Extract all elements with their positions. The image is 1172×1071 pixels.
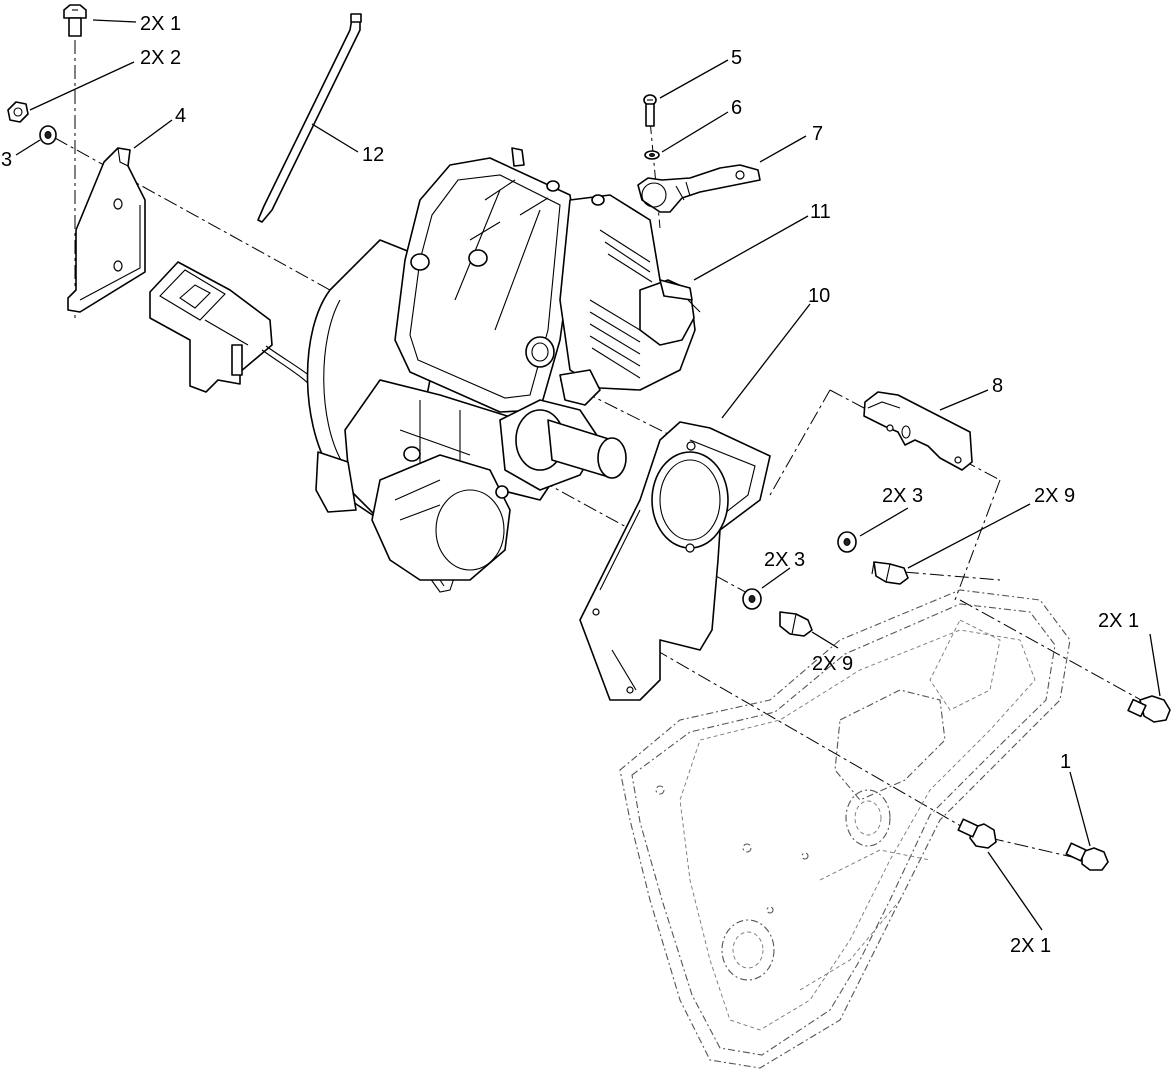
callout-washer-right-lower: 2X 3 — [764, 549, 805, 571]
callout-washer-right-upper: 2X 3 — [882, 485, 923, 507]
callout-bolt-lower-right: 1 — [1060, 751, 1071, 773]
control-switch-part — [149, 261, 273, 393]
cable-tie-part — [257, 13, 362, 223]
washer-right-upper-part — [837, 531, 857, 553]
small-washer-part — [644, 150, 660, 160]
callout-bolt-far-right: 2X 1 — [1098, 610, 1139, 632]
callout-screw: 5 — [731, 47, 742, 69]
callout-top-bolt: 2X 1 — [140, 13, 181, 35]
callout-bolt-right-upper: 2X 9 — [1034, 485, 1075, 507]
bolt-far-right-part — [1127, 695, 1171, 723]
callout-washer-left: 3 — [1, 149, 12, 171]
screw-part — [643, 94, 657, 127]
callout-nut: 2X 2 — [140, 47, 181, 69]
callout-throttle-lever: 7 — [812, 123, 823, 145]
nut-part — [7, 101, 29, 123]
top-bolt-part — [63, 4, 87, 37]
washer-right-lower-part — [742, 588, 762, 610]
callout-cable-tie: 12 — [362, 144, 384, 166]
bolt-right-upper-part — [871, 561, 909, 585]
callout-left-bracket: 4 — [175, 105, 186, 127]
bolt-lower-right-part — [1065, 842, 1109, 871]
callout-small-washer: 6 — [731, 97, 742, 119]
callout-bolt-right-lower: 2X 9 — [812, 653, 853, 675]
throttle-lever-part — [637, 164, 761, 213]
right-bracket-part — [863, 391, 973, 471]
gasket-plate-part — [579, 421, 771, 701]
callout-right-bracket: 8 — [992, 375, 1003, 397]
callout-carburetor: 11 — [810, 201, 831, 223]
bolt-bottom-part — [957, 818, 997, 849]
bolt-right-lower-part — [779, 611, 813, 637]
frame-housing — [619, 589, 1071, 1069]
leader-lines — [15, 19, 1161, 931]
engine-body-part — [306, 147, 701, 581]
callout-bolt-bottom: 2X 1 — [1010, 935, 1051, 957]
callout-gasket-plate: 10 — [808, 285, 830, 307]
washer-left-part — [39, 125, 57, 145]
callout-labels: 2X 1 2X 2 3 4 12 5 6 7 11 10 8 2X 3 2X 9… — [1, 13, 1139, 957]
left-bracket-part — [67, 147, 146, 313]
